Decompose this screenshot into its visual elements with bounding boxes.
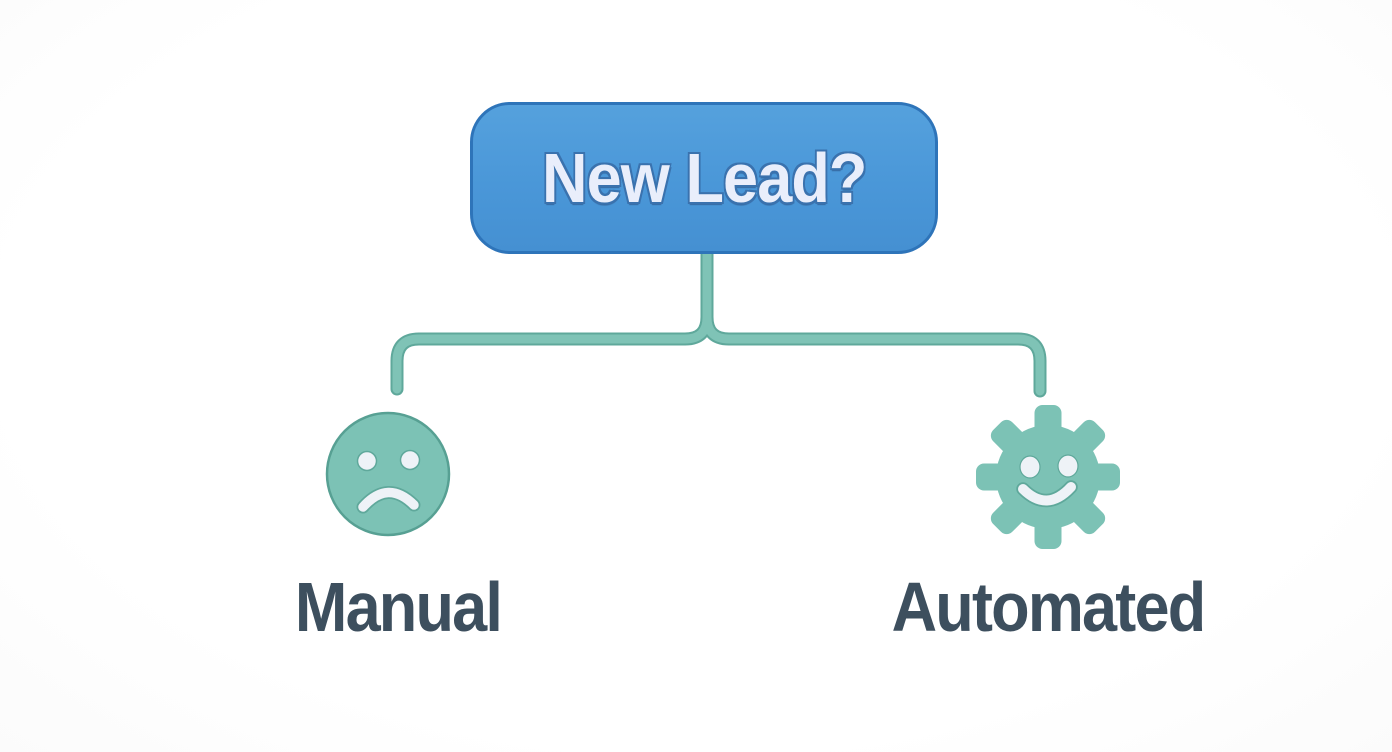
connector-branch-right xyxy=(702,249,1045,396)
sad-face-icon xyxy=(323,409,453,539)
connector-branch-left-edge xyxy=(390,247,714,396)
decision-node-label: New Lead? xyxy=(541,139,867,217)
decision-node-new-lead: New Lead? xyxy=(470,102,938,254)
gear-smiley-icon xyxy=(976,405,1120,549)
connector-branch-left xyxy=(392,249,712,394)
branch-label-manual: Manual xyxy=(294,568,503,646)
connector-branch-right-edge xyxy=(700,247,1047,398)
branch-label-automated: Automated xyxy=(891,568,1207,646)
